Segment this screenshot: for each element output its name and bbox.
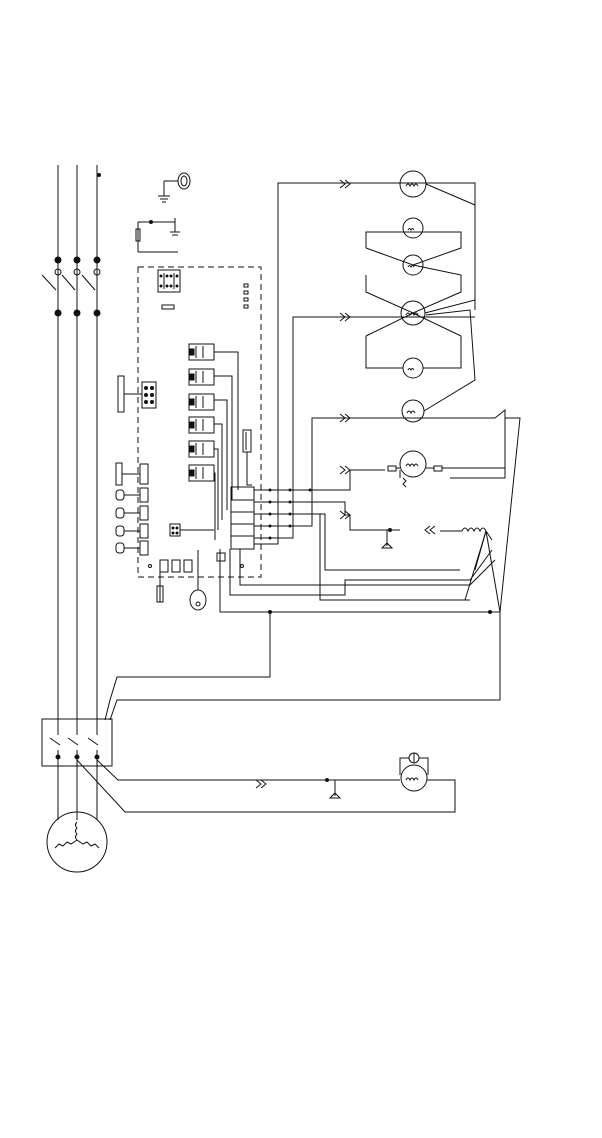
main-disconnect-switch [42, 257, 100, 316]
fan-motor-circuit [77, 753, 455, 812]
supply-lines [58, 165, 101, 720]
direction-markers [256, 180, 435, 788]
motor-starter-box [42, 719, 112, 766]
relay-contacts [189, 344, 214, 481]
ground-symbol [158, 173, 190, 202]
terminal-strip [231, 487, 254, 549]
three-phase-motor [47, 766, 107, 872]
left-terminal-blocks [116, 376, 156, 555]
control-switch [136, 218, 180, 252]
pressure-switch-upper [382, 529, 400, 549]
panel-lower-components [149, 524, 244, 610]
panel-connector [158, 270, 248, 309]
lower-feed [105, 612, 500, 720]
motor-array [366, 171, 505, 487]
